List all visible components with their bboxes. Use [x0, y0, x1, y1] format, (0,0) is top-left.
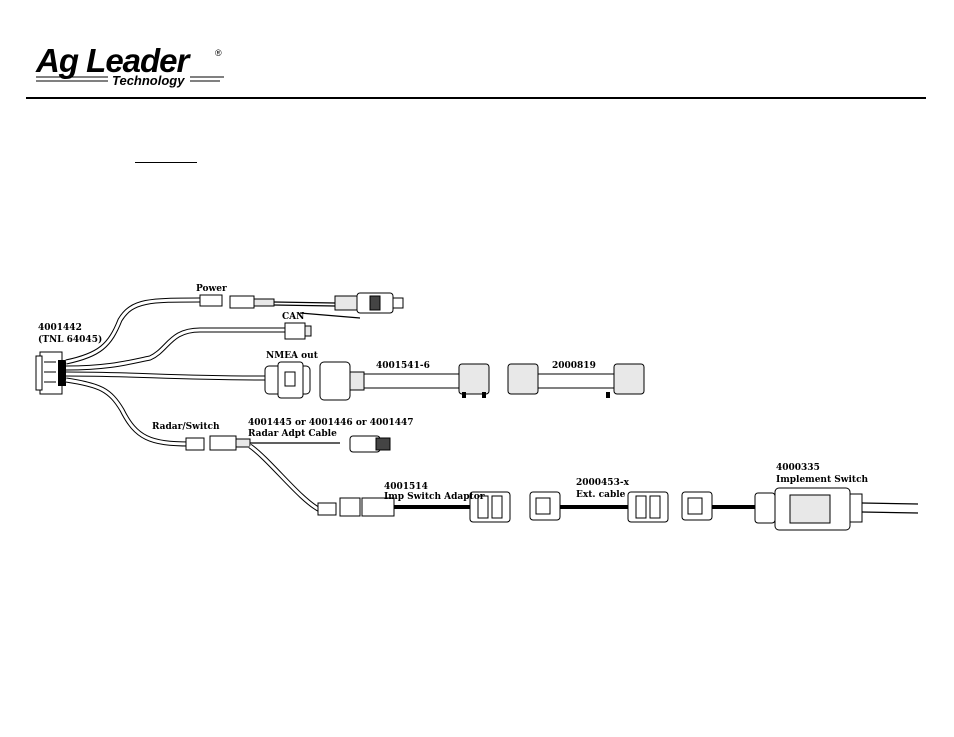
label-ext-cable-part: 2000453-x	[576, 478, 630, 488]
implement-switch-chain	[470, 488, 918, 530]
label-can: CAN	[282, 312, 304, 322]
label-nmea: NMEA out	[266, 351, 319, 361]
label-main-part-sub: (TNL 64045)	[38, 334, 102, 345]
label-implement-switch-name: Implement Switch	[776, 475, 869, 485]
main-harness-connector	[36, 352, 66, 394]
label-ext-cable-name: Ext. cable	[576, 490, 626, 500]
label-implement-switch-part: 4000335	[776, 463, 820, 473]
label-radar-adpt-part: 4001445 or 4001446 or 4001447	[248, 418, 414, 428]
label-main-part: 4001442	[38, 323, 82, 333]
label-switch-adaptor-part: 4001514	[384, 482, 428, 492]
label-radar-adpt-name: Radar Adpt Cable	[248, 429, 337, 439]
label-radar-switch: Radar/Switch	[152, 422, 220, 432]
label-cable-4001541: 4001541-6	[376, 361, 430, 371]
label-power: Power	[196, 284, 227, 294]
label-cable-2000819: 2000819	[552, 361, 596, 371]
label-switch-adaptor-name: Imp Switch Adaptor	[384, 492, 485, 502]
